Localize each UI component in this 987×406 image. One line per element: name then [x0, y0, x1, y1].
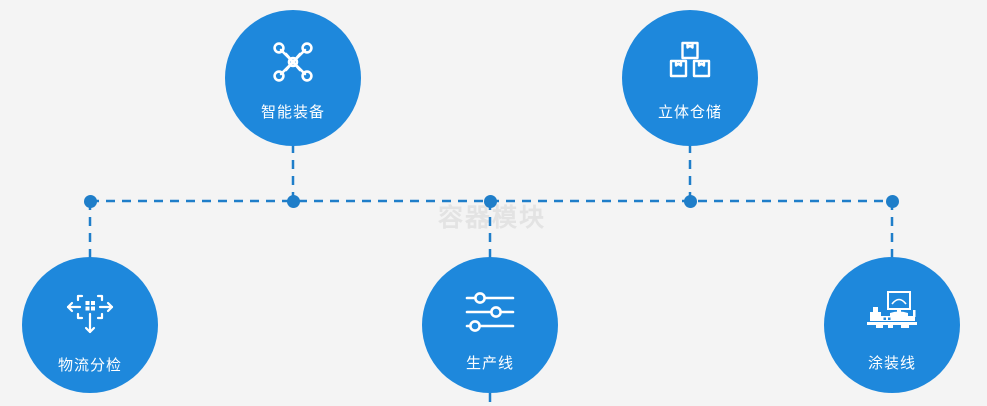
connector-node-5[interactable] [885, 194, 899, 208]
connector-node-2[interactable] [286, 194, 300, 208]
bubble-liti-cangchu[interactable]: 立体仓储 [622, 10, 758, 146]
connector-node-4[interactable] [683, 194, 697, 208]
stacked-boxes-icon [665, 37, 715, 87]
bubble-label-liti-cangchu: 立体仓储 [657, 104, 722, 121]
bubble-tuzhuangxian[interactable]: 涂装线 [824, 257, 960, 393]
connector-node-3[interactable] [483, 194, 497, 208]
bubble-label-wuliu-fenjian: 物流分检 [57, 357, 122, 374]
paint-factory-icon [864, 290, 920, 334]
connector-node-1[interactable] [83, 194, 97, 208]
sliders-icon [464, 290, 516, 334]
bubble-zhineng-zhuangbei[interactable]: 智能装备 [225, 10, 361, 146]
network-nodes-icon [268, 37, 318, 87]
bubble-label-shengchanxian: 生产线 [465, 355, 514, 372]
bubble-label-tuzhuangxian: 涂装线 [867, 355, 916, 372]
sorting-arrows-icon [65, 290, 115, 336]
bubble-wuliu-fenjian[interactable]: 物流分检 [22, 257, 158, 393]
bubble-label-zhineng-zhuangbei: 智能装备 [260, 104, 325, 121]
bubble-shengchanxian[interactable]: 生产线 [422, 257, 558, 393]
